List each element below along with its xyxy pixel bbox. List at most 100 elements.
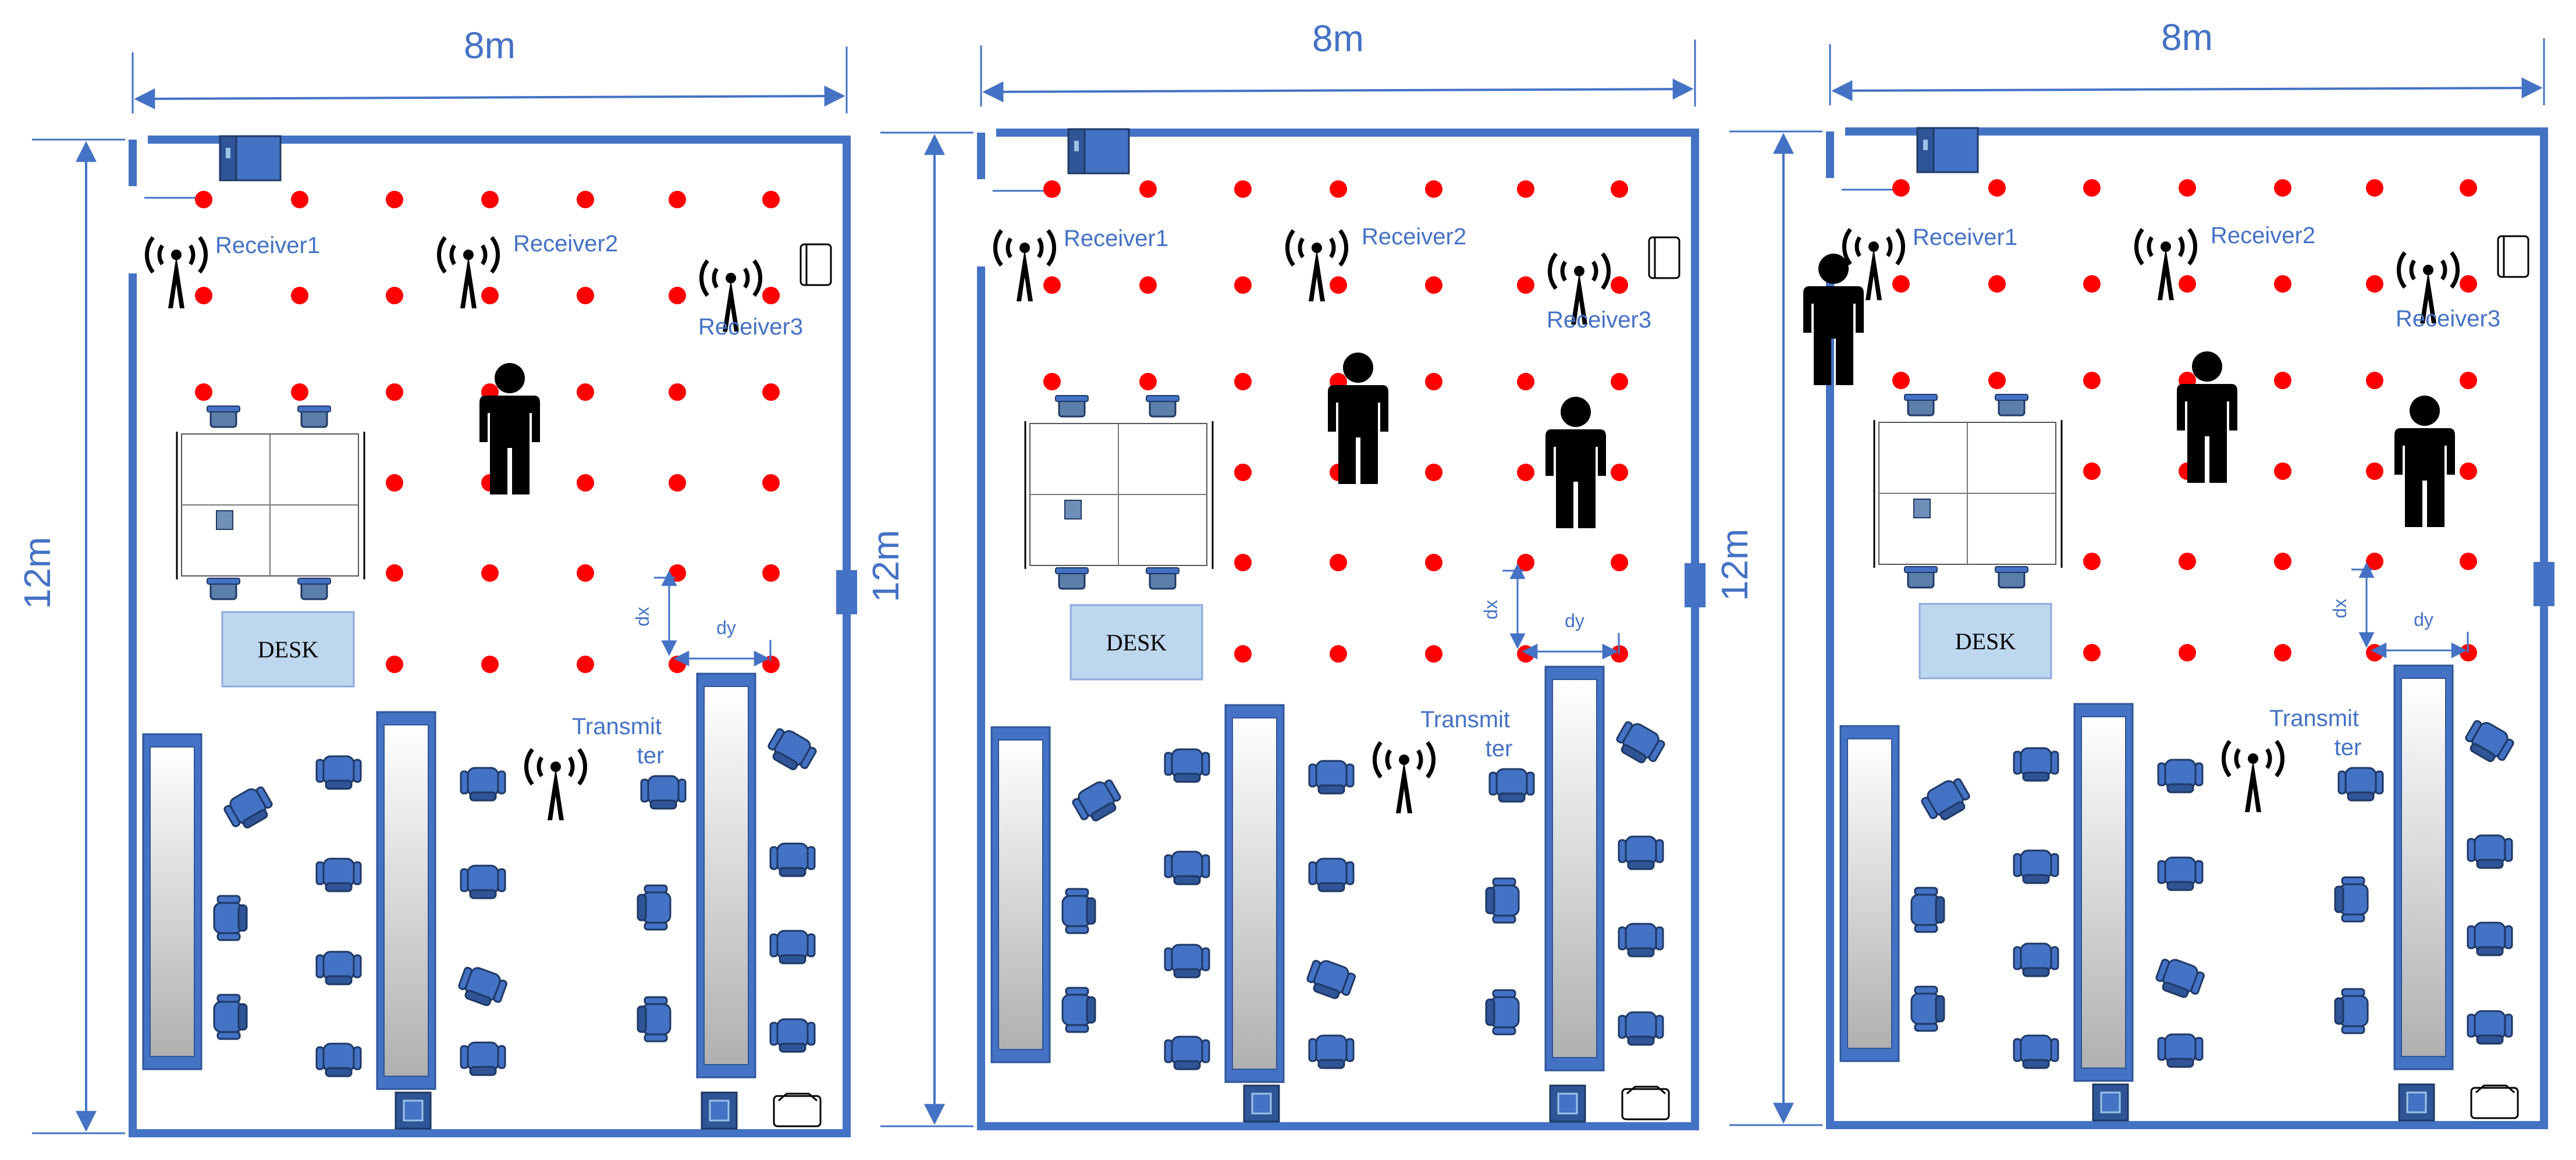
- chair-icon: [1618, 835, 1664, 870]
- measurement-point: [386, 474, 403, 492]
- height-label: 12m: [16, 537, 58, 610]
- monitor-icon: [216, 510, 233, 530]
- measurement-point: [386, 383, 403, 401]
- chair-icon: [2467, 921, 2513, 956]
- transmitter-label-line2: ter: [2335, 735, 2362, 760]
- bench-surface: [383, 724, 429, 1077]
- chair-icon: [315, 951, 362, 985]
- printer-icon: [1621, 1086, 1670, 1120]
- chair-icon: [1145, 567, 1180, 590]
- dy-label: dy: [1565, 610, 1584, 631]
- desk-icon: [1918, 603, 2052, 679]
- receiver-2-label: Receiver2: [2211, 223, 2315, 248]
- measurement-point: [669, 191, 686, 208]
- measurement-point: [1425, 180, 1442, 198]
- measurement-point: [291, 191, 308, 208]
- measurement-point: [1611, 180, 1628, 198]
- dy-label: dy: [716, 617, 736, 638]
- electric-panel-icon: [1067, 128, 1130, 175]
- desk-icon: [1070, 604, 1203, 681]
- measurement-point: [2274, 462, 2291, 480]
- transmitter-label-line1: Transmit: [1420, 707, 1510, 732]
- transmitter-label-line1: Transmit: [572, 714, 662, 739]
- measurement-point: [2083, 644, 2101, 661]
- measurement-point: [1234, 276, 1252, 294]
- chair-icon: [1308, 760, 1355, 795]
- measurement-point: [1234, 180, 1252, 198]
- receiver-1-antenna-icon: [995, 230, 1054, 301]
- electric-panel-icon: [219, 135, 282, 182]
- chair-icon: [2013, 747, 2059, 782]
- measurement-point: [386, 656, 403, 673]
- measurement-point: [2366, 372, 2383, 389]
- bench-surface: [150, 746, 195, 1057]
- measurement-point: [2366, 644, 2383, 661]
- chair-icon: [1164, 748, 1210, 783]
- chair-icon: [2013, 942, 2059, 977]
- chair-icon: [1164, 944, 1210, 978]
- measurement-point: [2274, 275, 2291, 293]
- measurement-point: [1425, 373, 1442, 390]
- measurement-point: [762, 191, 780, 208]
- measurement-point: [1892, 275, 1910, 293]
- chair-icon: [1054, 394, 1089, 418]
- transmitter-antenna-icon: [2223, 741, 2282, 812]
- measurement-point: [2179, 553, 2196, 570]
- receiver-2-label: Receiver2: [1362, 224, 1466, 250]
- measurement-point: [1611, 373, 1628, 390]
- bench-surface: [2401, 678, 2446, 1057]
- chair-icon: [2467, 1010, 2513, 1045]
- receiver-3-label: Receiver3: [2396, 306, 2500, 332]
- height-label: 12m: [1714, 529, 1756, 602]
- transmitter-antenna-icon: [526, 749, 585, 820]
- measurement-point: [2274, 644, 2291, 661]
- measurement-point: [386, 564, 403, 582]
- wall-outlet: [2534, 562, 2554, 606]
- chair-icon: [1994, 393, 2029, 417]
- transmitter-label-line1: Transmit: [2269, 706, 2359, 731]
- desk-cluster: [1873, 393, 2063, 589]
- measurement-point: [1517, 276, 1534, 294]
- measurement-point: [1892, 372, 1910, 389]
- cabinet-icon: [2398, 1083, 2435, 1122]
- measurement-point: [1611, 554, 1628, 571]
- measurement-point: [762, 564, 780, 582]
- chair-icon: [769, 1018, 816, 1053]
- measurement-point: [1139, 373, 1157, 390]
- measurement-point: [1517, 464, 1534, 481]
- chair-icon: [2157, 759, 2204, 794]
- measurement-point: [1517, 554, 1534, 571]
- room-walls: [977, 129, 1699, 1130]
- measurement-point: [2179, 275, 2196, 293]
- transmitter-label-line2: ter: [637, 743, 665, 768]
- measurement-point: [1234, 554, 1252, 571]
- measurement-point: [2366, 553, 2383, 570]
- measurement-point: [1425, 554, 1442, 571]
- measurement-point: [2366, 462, 2383, 480]
- chair-icon: [1061, 987, 1096, 1033]
- desk-icon: [221, 611, 355, 688]
- desk-label: DESK: [1955, 628, 2016, 654]
- measurement-point: [2460, 462, 2477, 480]
- measurement-point: [1425, 464, 1442, 481]
- bench-surface: [1847, 738, 1892, 1049]
- chair-icon: [2157, 1033, 2204, 1068]
- chair-icon: [1618, 1011, 1664, 1046]
- printer-icon: [2470, 1084, 2519, 1119]
- measurement-point: [1234, 645, 1252, 663]
- chair-icon: [1618, 923, 1664, 958]
- width-dim-arrow: [134, 86, 845, 109]
- cabinet-icon: [1549, 1084, 1586, 1123]
- width-label: 8m: [464, 24, 516, 66]
- measurement-point: [2366, 179, 2383, 197]
- chair-icon: [763, 724, 820, 777]
- measurement-point: [2083, 462, 2101, 480]
- width-dim-arrow: [1831, 77, 2543, 101]
- chair-icon: [1611, 717, 1668, 770]
- chair-icon: [1903, 565, 1938, 589]
- chair-icon: [315, 857, 362, 892]
- measurement-points: [1043, 180, 1628, 663]
- measurement-point: [762, 287, 780, 304]
- measurement-point: [386, 287, 403, 304]
